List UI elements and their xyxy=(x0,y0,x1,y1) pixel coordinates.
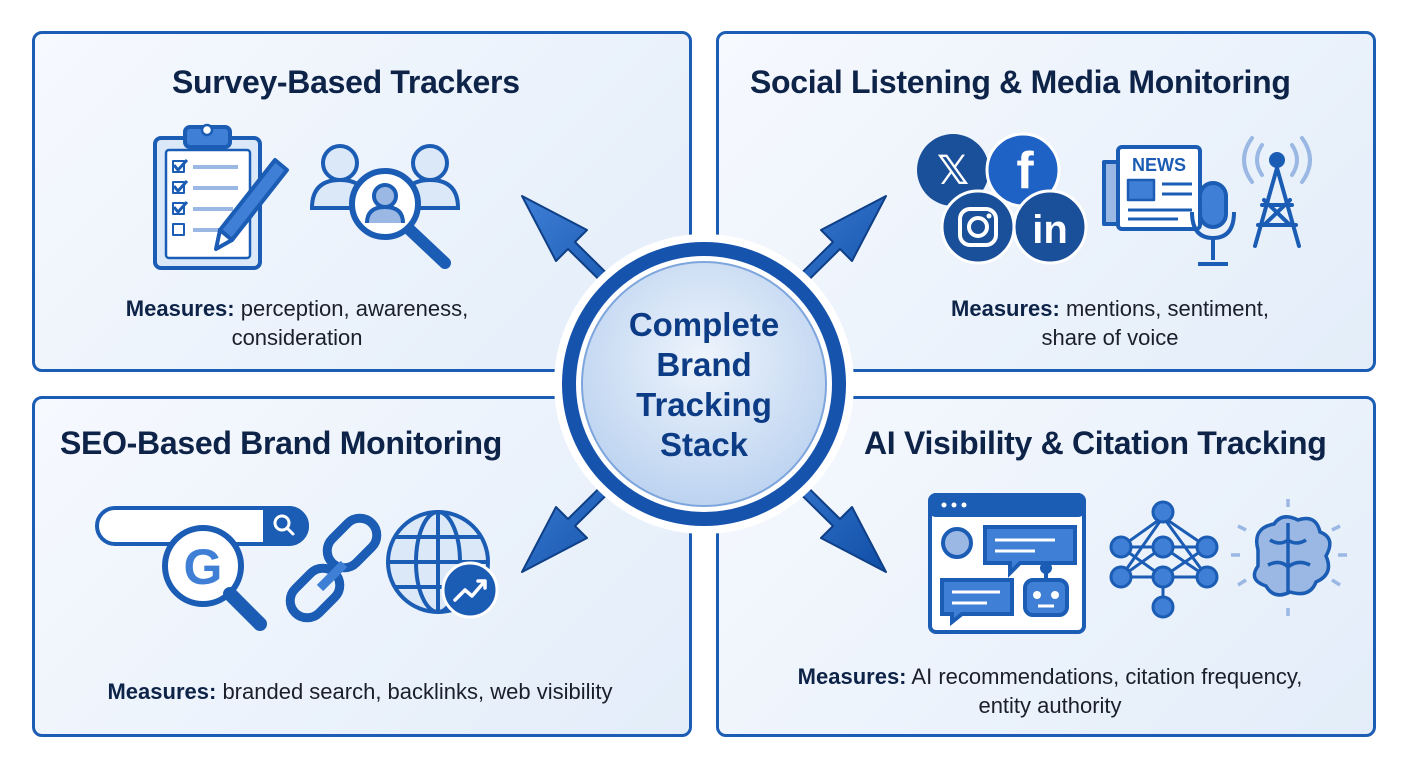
ai-measures-line2: entity authority xyxy=(978,693,1122,718)
social-measures-line1: mentions, sentiment, xyxy=(1065,296,1269,321)
seo-title: SEO-Based Brand Monitoring xyxy=(60,425,502,461)
ai-title: AI Visibility & Citation Tracking xyxy=(864,425,1327,461)
ai-measures-label: Measures: xyxy=(797,664,907,689)
social-measures: Measures: mentions, sentiment, share of … xyxy=(900,294,1320,352)
hub-title-line-1: Complete xyxy=(628,306,780,343)
seo-measures: Measures: branded search, backlinks, web… xyxy=(50,677,670,706)
survey-measures-line2: consideration xyxy=(231,325,363,350)
social-measures-label: Measures: xyxy=(951,296,1060,321)
survey-title: Survey-Based Trackers xyxy=(172,64,520,100)
seo-measures-label: Measures: xyxy=(107,679,217,704)
ai-measures-line1: AI recommendations, citation frequency, xyxy=(911,664,1303,689)
ai-measures: Measures: AI recommendations, citation f… xyxy=(740,662,1360,720)
hub-title-line-2: Brand xyxy=(656,346,752,383)
hub-title-line-3: Tracking xyxy=(636,386,772,423)
survey-measures: Measures: perception, awareness, conside… xyxy=(82,294,512,352)
social-measures-line2: share of voice xyxy=(1041,325,1179,350)
hub-title-line-4: Stack xyxy=(659,426,749,463)
survey-measures-label: Measures: xyxy=(125,296,235,321)
survey-measures-line1: perception, awareness, xyxy=(240,296,469,321)
hub-title: Complete Brand Tracking Stack xyxy=(604,305,804,465)
seo-measures-line1: branded search, backlinks, web visibilit… xyxy=(222,679,613,704)
social-title: Social Listening & Media Monitoring xyxy=(750,64,1291,100)
